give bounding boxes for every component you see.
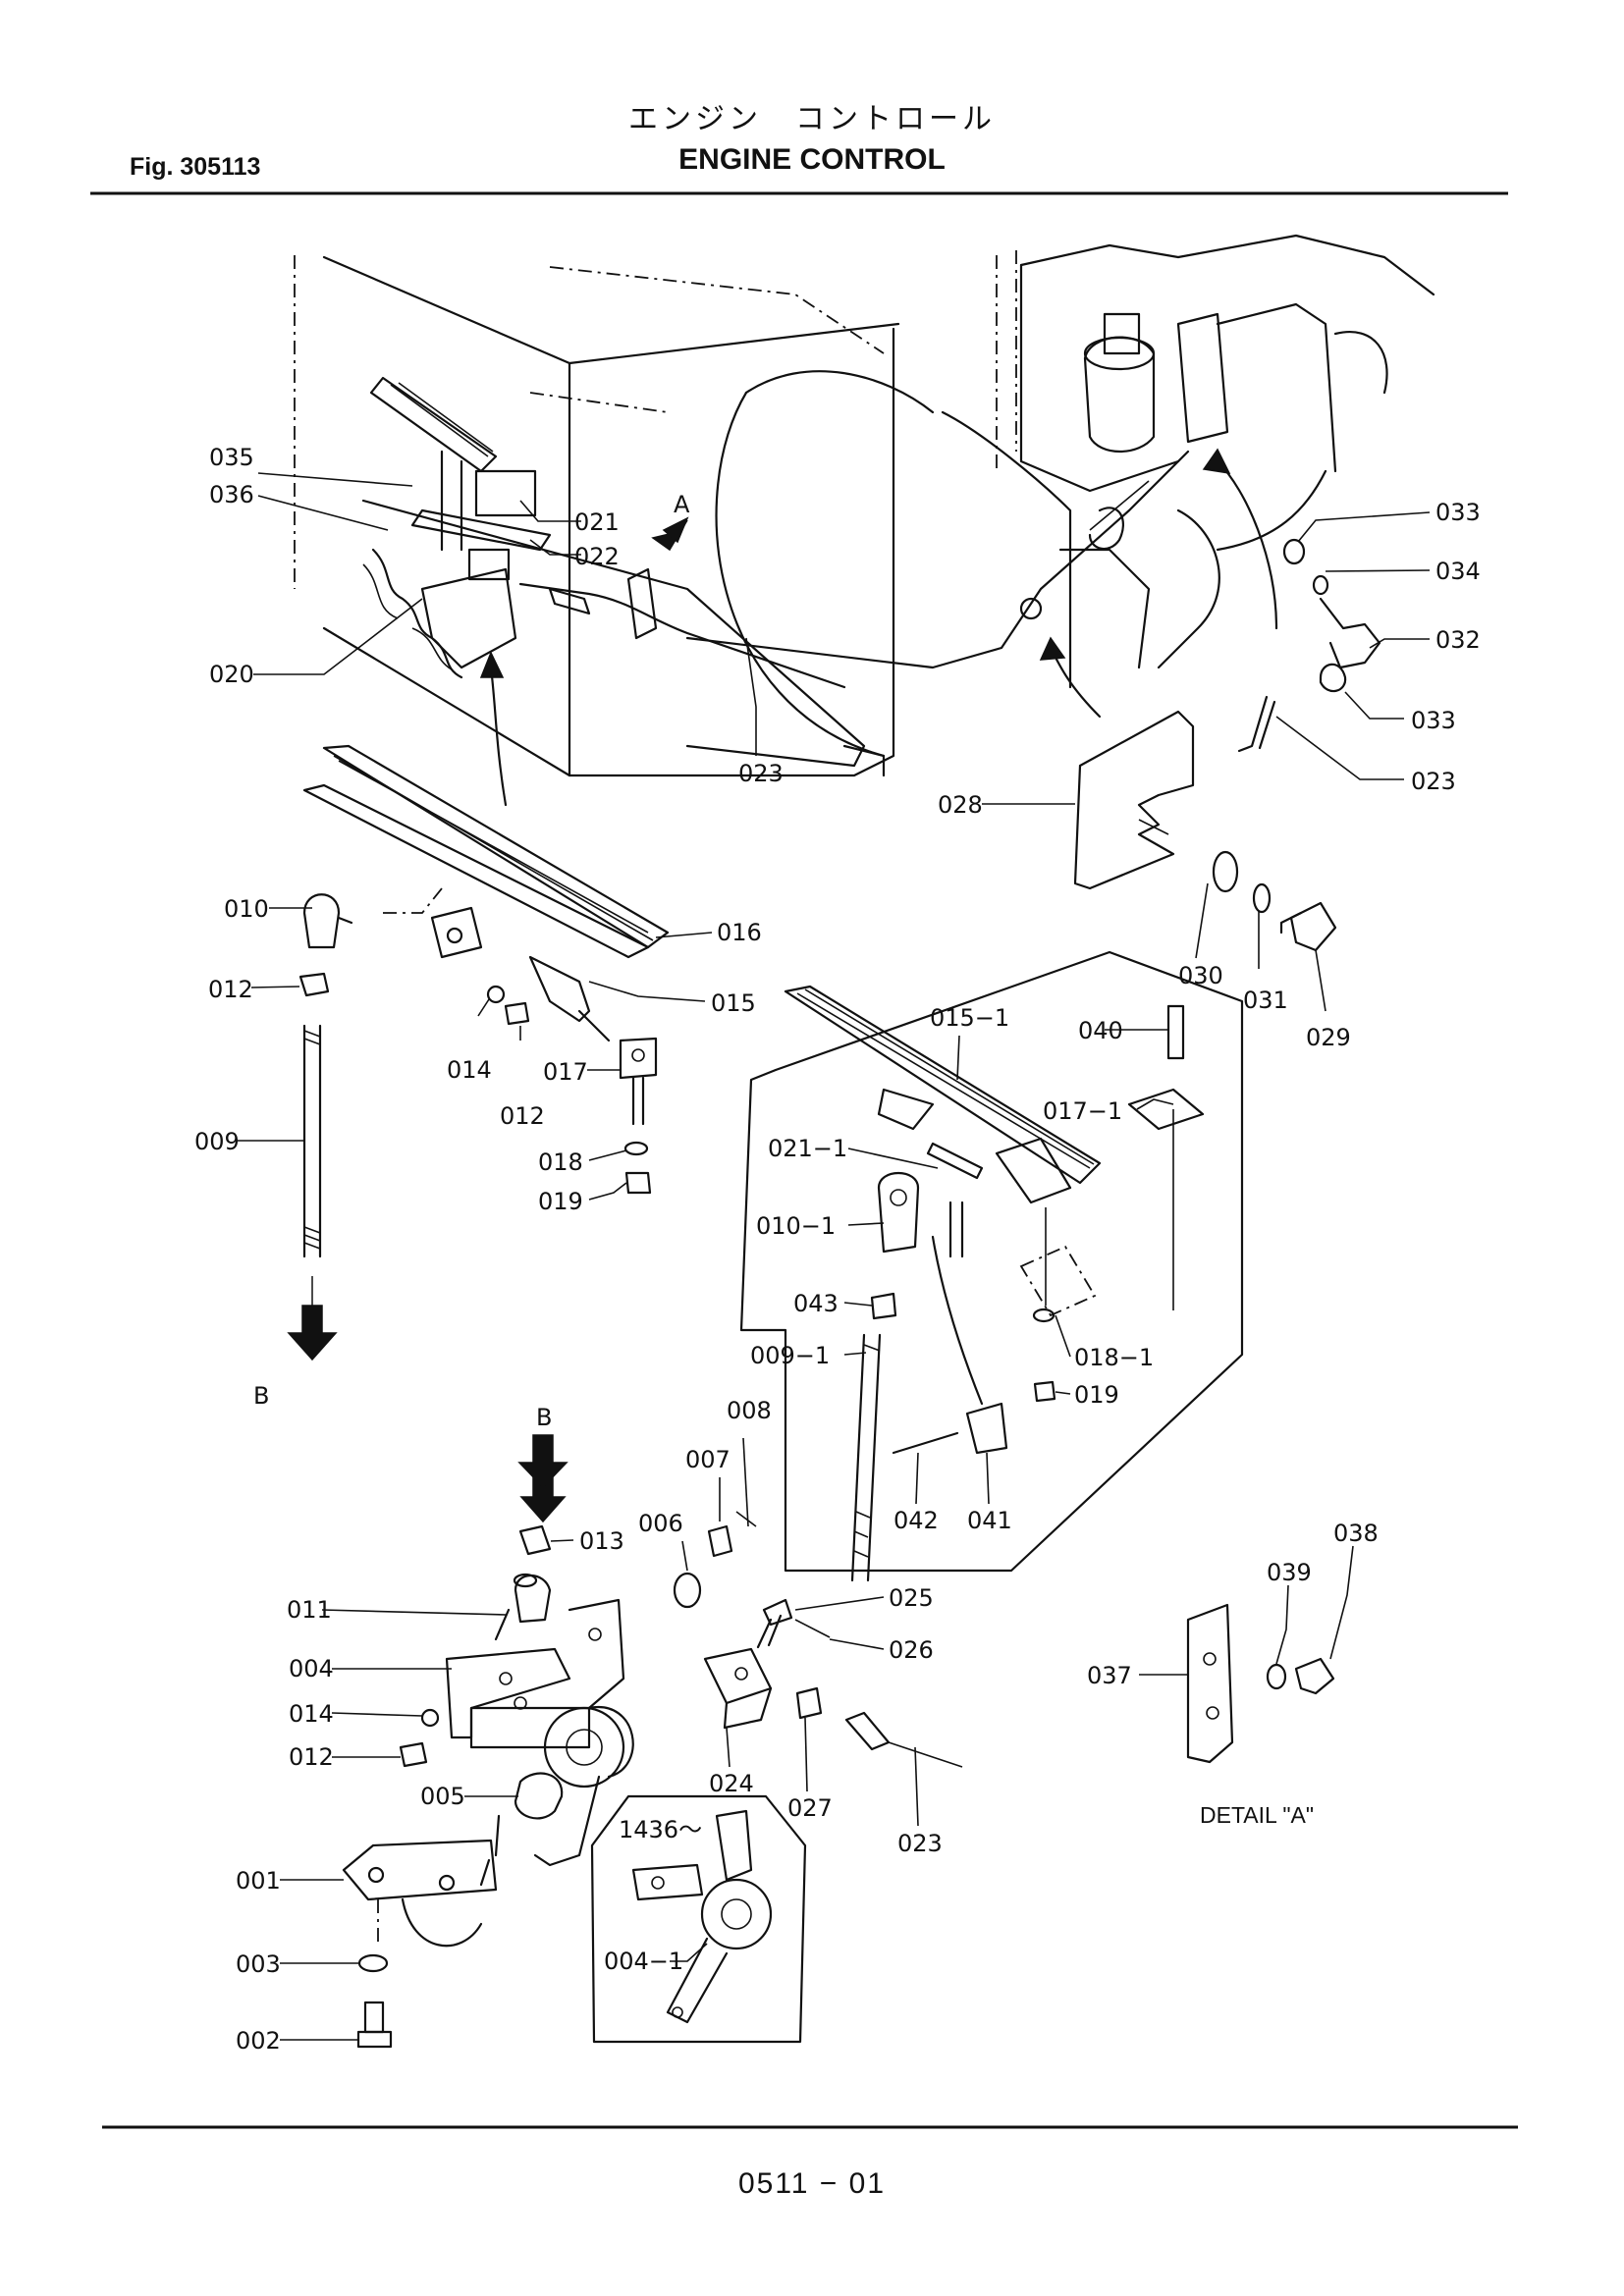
label-018-1: 018−1: [1074, 1344, 1154, 1371]
label-002: 002: [236, 2027, 281, 2055]
label-032: 032: [1435, 626, 1481, 654]
label-012: 012: [289, 1743, 334, 1771]
lower-bracket-assembly: [342, 1471, 963, 2049]
title-japanese: エンジン コントロール: [628, 103, 996, 135]
engine-view: [685, 234, 1435, 719]
label-023: 023: [738, 760, 784, 787]
label-004-1: 004−1: [604, 1948, 683, 1975]
label-026: 026: [889, 1636, 934, 1664]
label-005: 005: [420, 1783, 465, 1810]
label-009: 009: [194, 1128, 240, 1155]
label-014: 014: [289, 1700, 334, 1728]
cab-floor-view: [294, 255, 935, 807]
label-033: 033: [1411, 707, 1456, 734]
arrow-a-label: A: [674, 491, 690, 518]
label-017: 017: [543, 1058, 588, 1086]
label-009-1: 009−1: [750, 1342, 830, 1369]
label-027: 027: [787, 1794, 833, 1822]
label-004: 004: [289, 1655, 334, 1682]
label-020: 020: [209, 661, 254, 688]
label-016: 016: [717, 919, 762, 946]
detail-a-bracket: [1186, 1603, 1335, 1764]
label-036: 036: [209, 481, 254, 508]
label-041: 041: [967, 1507, 1012, 1534]
arrow-b-top-label: B: [536, 1404, 552, 1431]
label-021-1: 021−1: [768, 1135, 847, 1162]
arrow-b-top: [517, 1434, 568, 1489]
label-025: 025: [889, 1584, 934, 1612]
label-034: 034: [1435, 558, 1481, 585]
label-011: 011: [287, 1596, 332, 1624]
label-030: 030: [1178, 962, 1223, 989]
label-006: 006: [638, 1510, 683, 1537]
figure-number: Fig. 305113: [130, 153, 261, 181]
bracket-028-assembly: [1073, 710, 1337, 952]
label-029: 029: [1306, 1024, 1351, 1051]
label-003: 003: [236, 1950, 281, 1978]
label-010-1: 010−1: [756, 1212, 836, 1240]
label-001: 001: [236, 1867, 281, 1895]
label-019: 019: [538, 1188, 583, 1215]
inset-004-1-variant: [590, 1794, 807, 2044]
label-024: 024: [709, 1770, 754, 1797]
label-012: 012: [208, 976, 253, 1003]
label-043: 043: [793, 1290, 839, 1317]
label-007: 007: [685, 1446, 731, 1473]
label-037: 037: [1087, 1662, 1132, 1689]
label-023: 023: [1411, 768, 1456, 795]
label-033: 033: [1435, 499, 1481, 526]
label-040: 040: [1078, 1017, 1123, 1044]
label-023: 023: [897, 1830, 943, 1857]
label-008: 008: [727, 1397, 772, 1424]
label-019: 019: [1074, 1381, 1119, 1409]
label-035: 035: [209, 444, 254, 471]
part-labels: 035 036 021 022 020 023 033 034 032 033 …: [194, 444, 1481, 2055]
serial-range-label: 1436〜: [619, 1816, 702, 1843]
label-013: 013: [579, 1527, 624, 1555]
label-031: 031: [1243, 987, 1288, 1014]
arrow-b-bottom-label: B: [253, 1382, 269, 1410]
title-english: ENGINE CONTROL: [678, 143, 946, 176]
label-015-1: 015−1: [930, 1004, 1009, 1032]
label-021: 021: [574, 508, 620, 536]
label-022: 022: [574, 543, 620, 570]
label-042: 042: [893, 1507, 939, 1534]
label-015: 015: [711, 989, 756, 1017]
label-038: 038: [1333, 1520, 1379, 1547]
page-number: 0511 − 01: [737, 2167, 887, 2200]
inset-pedal-015-1: [739, 950, 1244, 1582]
rod-end-032-assembly: [1237, 538, 1381, 753]
label-039: 039: [1267, 1559, 1312, 1586]
label-017-1: 017−1: [1043, 1097, 1122, 1125]
label-010: 010: [224, 895, 269, 923]
label-014: 014: [447, 1056, 492, 1084]
label-028: 028: [938, 791, 983, 819]
label-012: 012: [500, 1102, 545, 1130]
label-018: 018: [538, 1148, 583, 1176]
pedal-016-assembly: [287, 744, 670, 1362]
detail-a-caption: DETAIL "A": [1200, 1802, 1314, 1828]
leader-lines: [236, 472, 1431, 2041]
